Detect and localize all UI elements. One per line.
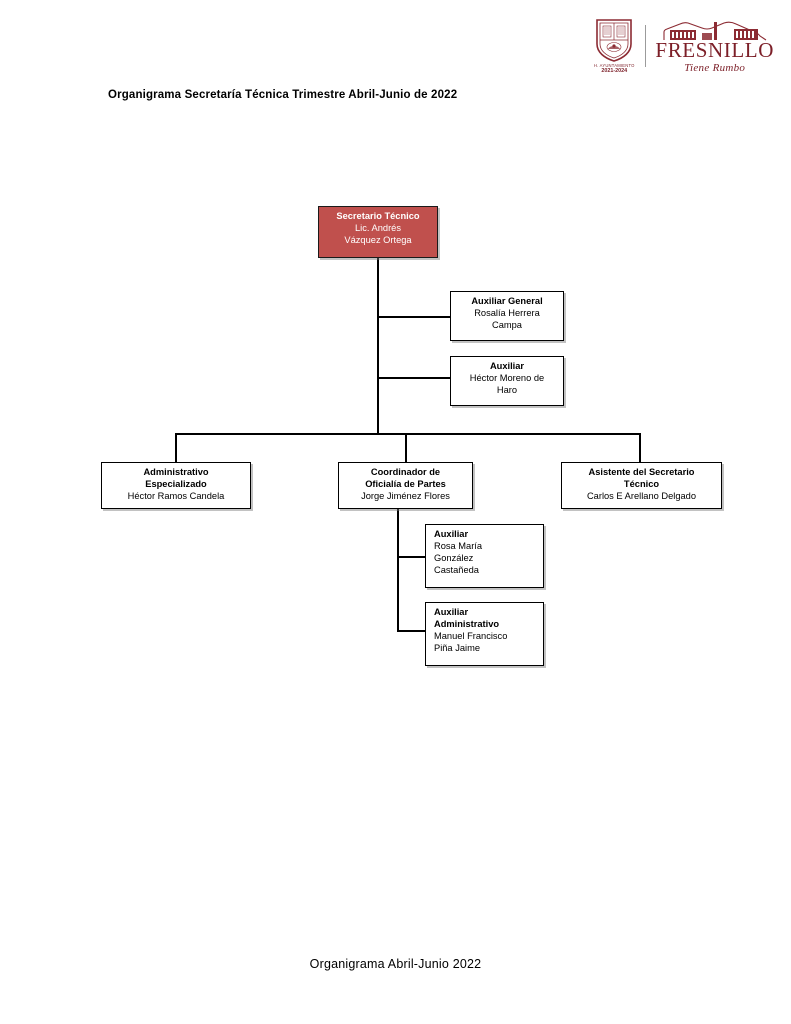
node-administrativo-especializado[interactable]: Administrativo Especializado Héctor Ramo… <box>101 462 251 509</box>
node-person-line: Héctor Ramos Candela <box>127 490 225 501</box>
node-secretario-tecnico[interactable]: Secretario Técnico Lic. Andrés Vázquez O… <box>318 206 438 258</box>
node-auxiliar-rosa-maria[interactable]: Auxiliar Rosa María González Castañeda <box>425 524 544 588</box>
page-title: Organigrama Secretaría Técnica Trimestre… <box>108 89 458 101</box>
page-footer: Organigrama Abril-Junio 2022 <box>309 957 482 971</box>
building-skyline-icon <box>663 21 767 41</box>
fresnillo-brand: FRESNILLO Tiene Rumbo <box>653 18 774 74</box>
node-person-line: Castañeda <box>434 564 479 575</box>
connector-drop-admin-especializado <box>175 433 177 462</box>
node-auxiliar-hector-moreno[interactable]: Auxiliar Héctor Moreno de Haro <box>450 356 564 406</box>
connector-level2-bus <box>175 433 640 435</box>
node-role: Auxiliar <box>489 361 525 371</box>
shield-emblem: H. AYUNTAMIENTO 2021-2024 <box>592 18 637 75</box>
node-auxiliar-administrativo[interactable]: Auxiliar Administrativo Manuel Francisco… <box>425 602 544 666</box>
shield-years: 2021-2024 <box>601 67 628 74</box>
node-person-line: Manuel Francisco <box>434 630 508 641</box>
node-person-line: Campa <box>492 319 522 330</box>
node-role: Técnico <box>623 478 660 489</box>
node-role: Coordinador de <box>370 467 441 477</box>
logo-divider <box>644 25 646 67</box>
node-role: Auxiliar <box>434 607 469 617</box>
node-role: Auxiliar <box>434 529 469 539</box>
node-person-line: Rosalía Herrera <box>474 307 540 318</box>
connector-to-auxiliar-rosa <box>397 556 425 558</box>
node-person-line: Rosa María <box>434 540 483 551</box>
node-role: Especializado <box>145 478 207 489</box>
node-role: Asistente del Secretario <box>588 467 695 477</box>
node-person-line: Piña Jaime <box>434 642 480 653</box>
connector-drop-coordinador <box>405 433 407 462</box>
node-person-line: Héctor Moreno de <box>469 372 545 383</box>
node-role: Administrativo <box>434 618 500 629</box>
node-person-line: Lic. Andrés <box>355 222 401 233</box>
brand-tagline: Tiene Rumbo <box>684 61 746 74</box>
node-role: Secretario Técnico <box>336 211 420 221</box>
node-person-line: Jorge Jiménez Flores <box>361 490 450 501</box>
node-person-line: González <box>434 552 474 563</box>
node-person-line: Vázquez Ortega <box>344 234 412 245</box>
node-asistente-secretario-tecnico[interactable]: Asistente del Secretario Técnico Carlos … <box>561 462 722 509</box>
node-role: Oficialía de Partes <box>365 478 446 489</box>
node-person-line: Haro <box>496 384 518 395</box>
node-person-line: Carlos E Arellano Delgado <box>586 490 697 501</box>
connector-drop-asistente <box>639 433 641 462</box>
node-auxiliar-general[interactable]: Auxiliar General Rosalía Herrera Campa <box>450 291 564 341</box>
coat-of-arms-icon <box>596 18 633 62</box>
connector-coordinador-subtrunk <box>397 509 399 631</box>
connector-root-trunk <box>377 258 379 434</box>
connector-root-to-aux-general <box>377 316 450 318</box>
institutional-logo: H. AYUNTAMIENTO 2021-2024 <box>592 14 774 78</box>
connector-to-auxiliar-administrativo <box>397 630 425 632</box>
shield-caption: H. AYUNTAMIENTO <box>593 62 635 68</box>
connector-root-to-auxiliar-haro <box>377 377 450 379</box>
brand-name: FRESNILLO <box>655 37 774 62</box>
node-role: Administrativo <box>143 467 209 477</box>
node-coordinador-oficialia-partes[interactable]: Coordinador de Oficialía de Partes Jorge… <box>338 462 473 509</box>
node-role: Auxiliar General <box>471 296 543 306</box>
